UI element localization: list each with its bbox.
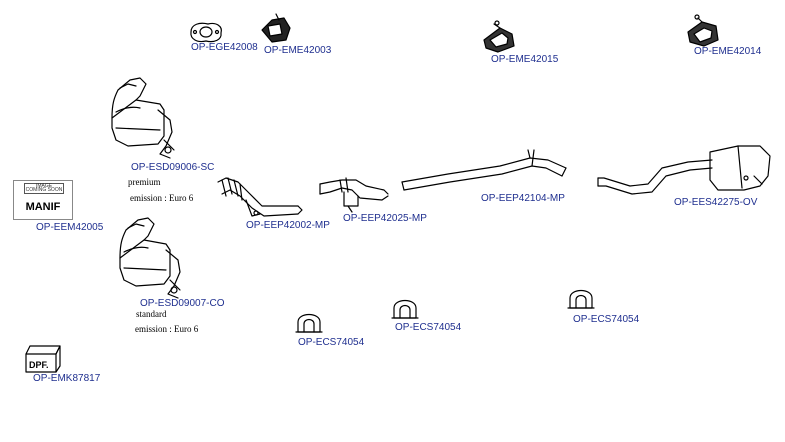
image-text: IMAGE <box>35 183 53 189</box>
part-code-ees42275[interactable]: OP-EES42275-OV <box>674 197 758 208</box>
part-code-emk87817[interactable]: OP-EMK87817 <box>33 373 101 384</box>
manif-label: MANIF <box>25 201 61 213</box>
part-code-eme42003[interactable]: OP-EME42003 <box>264 45 332 56</box>
coming-soon-badge: IMAGE COMING SOON <box>24 183 64 194</box>
part-code-eme42014[interactable]: OP-EME42014 <box>694 46 762 57</box>
mounting-eme42015-icon[interactable] <box>483 20 515 53</box>
part-code-eep42025[interactable]: OP-EEP42025-MP <box>343 213 427 224</box>
mounting-eme42014-icon[interactable] <box>687 14 719 47</box>
pipe-eep42104-icon[interactable] <box>401 149 567 191</box>
note-standard: standard <box>136 309 167 319</box>
part-code-ecs74054-a[interactable]: OP-ECS74054 <box>298 337 365 348</box>
part-code-eme42015[interactable]: OP-EME42015 <box>491 54 559 65</box>
part-code-ecs74054-b[interactable]: OP-ECS74054 <box>395 322 462 333</box>
dpf-standard-esd09007-icon[interactable] <box>119 217 181 299</box>
coming-soon-text: COMING SOON <box>25 187 63 193</box>
pipe-eep42025-icon[interactable] <box>319 177 389 213</box>
part-code-ecs74054-c[interactable]: OP-ECS74054 <box>573 314 640 325</box>
clamp-ecs74054-c-icon[interactable] <box>567 289 595 309</box>
manifold-placeholder-image[interactable]: IMAGE COMING SOON MANIF <box>13 180 73 220</box>
dpf-premium-esd09006-icon[interactable] <box>111 77 175 159</box>
part-code-eep42002[interactable]: OP-EEP42002-MP <box>246 220 330 231</box>
rear-silencer-ees42275-icon[interactable] <box>597 145 771 195</box>
note-emission-premium: emission : Euro 6 <box>130 193 194 203</box>
note-premium: premium <box>128 177 161 187</box>
dpf-kit-label: DPF. <box>29 360 49 370</box>
part-code-esd09006[interactable]: OP-ESD09006-SC <box>131 162 215 173</box>
gasket-ege42008-icon[interactable] <box>190 22 222 43</box>
part-code-esd09007[interactable]: OP-ESD09007-CO <box>140 298 225 309</box>
note-emission-standard: emission : Euro 6 <box>135 324 199 334</box>
dpf-kit-emk87817-icon[interactable] <box>25 345 61 373</box>
part-code-eem42005[interactable]: OP-EEM42005 <box>36 222 104 233</box>
mounting-rubber-eme42003-icon[interactable] <box>261 13 291 43</box>
clamp-ecs74054-b-icon[interactable] <box>391 299 419 319</box>
part-code-ege42008[interactable]: OP-EGE42008 <box>191 42 258 53</box>
clamp-ecs74054-a-icon[interactable] <box>295 313 323 333</box>
part-code-eep42104[interactable]: OP-EEP42104-MP <box>481 193 565 204</box>
flex-pipe-eep42002-icon[interactable] <box>217 177 303 217</box>
